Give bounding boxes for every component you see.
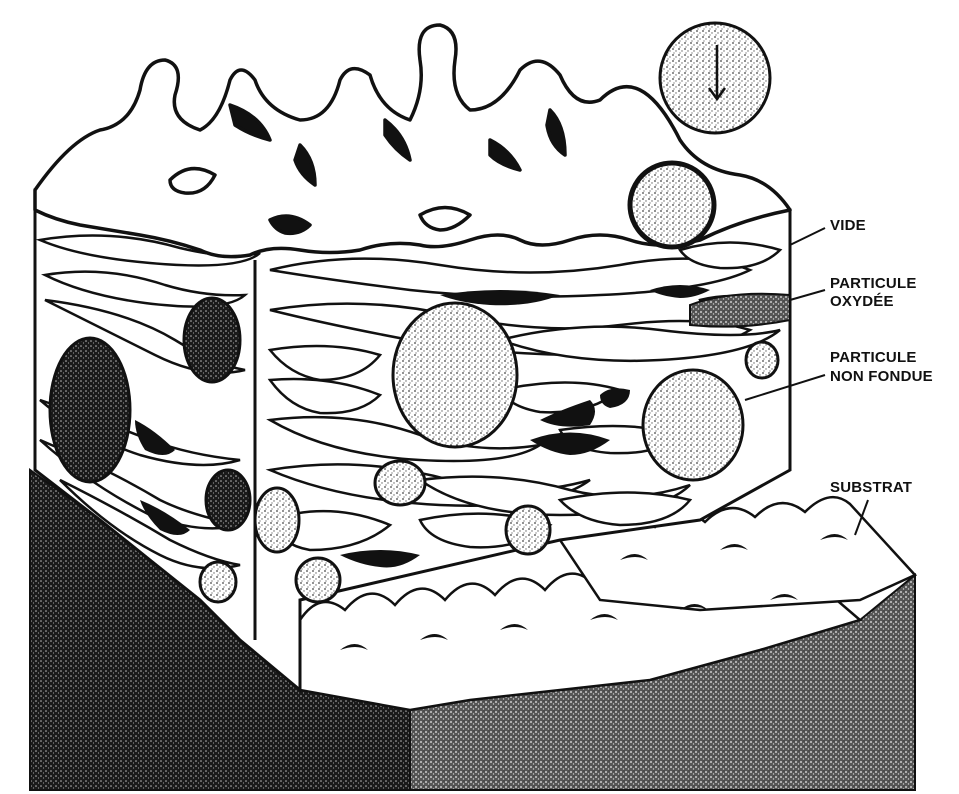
- label-particule-non-fondue-line1: PARTICULE: [830, 349, 917, 366]
- label-particule-non-fondue-line2: NON FONDUE: [830, 368, 933, 385]
- labels: VIDE PARTICULE OXYDÉE PARTICULE NON FOND…: [830, 217, 933, 496]
- label-particule-oxydee-line2: OXYDÉE: [830, 293, 894, 310]
- label-vide: VIDE: [830, 217, 866, 234]
- surface-droplet: [630, 163, 714, 247]
- incoming-droplet: [660, 23, 770, 133]
- label-particule-oxydee-line1: PARTICULE: [830, 275, 917, 292]
- label-substrat: SUBSTRAT: [830, 479, 912, 496]
